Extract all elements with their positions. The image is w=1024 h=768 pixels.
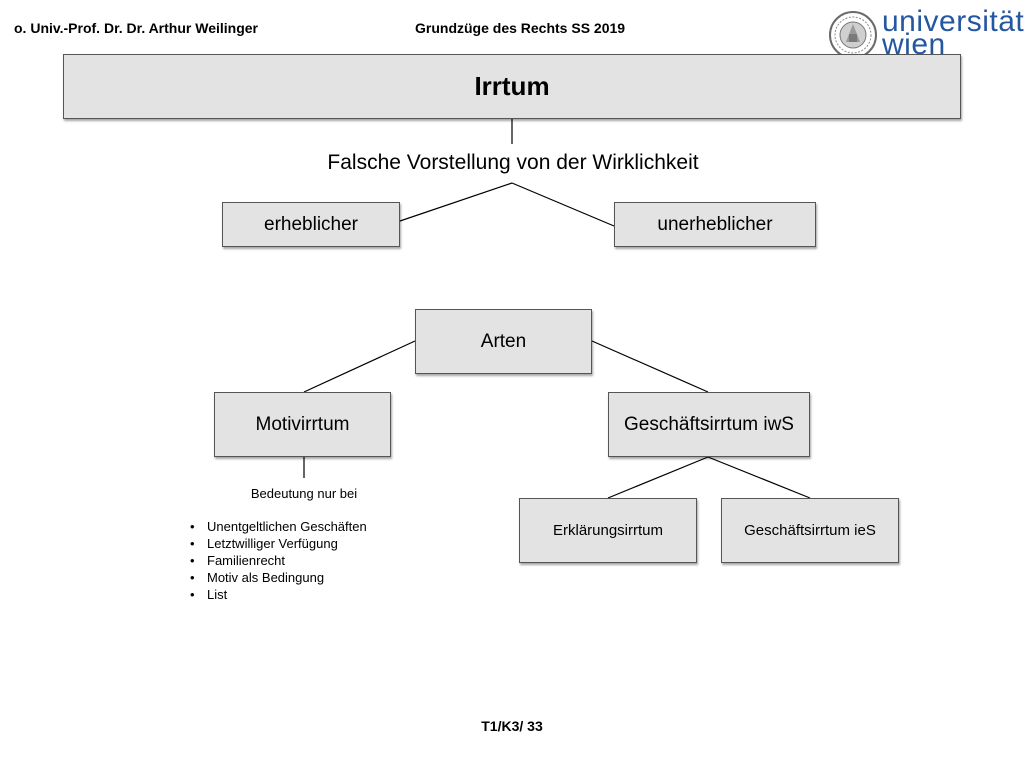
connector-subtitle-unerheblicher [511, 182, 615, 227]
box-geschaeftsirrtum-ies: Geschäftsirrtum ieS [721, 498, 899, 563]
list-item: Familienrecht [190, 552, 367, 569]
box-erklaerungsirrtum: Erklärungsirrtum [519, 498, 697, 563]
box-unerheblicher: unerheblicher [614, 202, 816, 247]
box-motivirrtum: Motivirrtum [214, 392, 391, 457]
page-number: T1/K3/ 33 [481, 718, 543, 734]
bedeutung-list: Unentgeltlichen Geschäften Letztwilliger… [190, 518, 367, 603]
list-item: List [190, 586, 367, 603]
bedeutung-label: Bedeutung nur bei [250, 486, 358, 501]
box-arten: Arten [415, 309, 592, 374]
connector-iws-erklaerung [607, 456, 709, 499]
logo-line-1: universität [882, 5, 1024, 38]
connector-arten-geschaeftsirrtum [591, 340, 709, 393]
box-erheblicher: erheblicher [222, 202, 400, 247]
header-author: o. Univ.-Prof. Dr. Dr. Arthur Weilinger [14, 20, 258, 36]
university-wordmark: universität wien [882, 5, 1024, 60]
connector-arten-motivirrtum [303, 340, 416, 393]
title-box-irrtum: Irrtum [63, 54, 961, 119]
connector-iws-ies [707, 456, 811, 499]
list-item: Unentgeltlichen Geschäften [190, 518, 367, 535]
list-item: Motiv als Bedingung [190, 569, 367, 586]
box-geschaeftsirrtum-iws: Geschäftsirrtum iwS [608, 392, 810, 457]
list-item: Letztwilliger Verfügung [190, 535, 367, 552]
definition-text: Falsche Vorstellung von der Wirklichkeit [327, 151, 699, 174]
connector-subtitle-erheblicher [399, 182, 513, 222]
header-course: Grundzüge des Rechts SS 2019 [415, 20, 626, 36]
university-logo: universität wien [828, 7, 1024, 60]
